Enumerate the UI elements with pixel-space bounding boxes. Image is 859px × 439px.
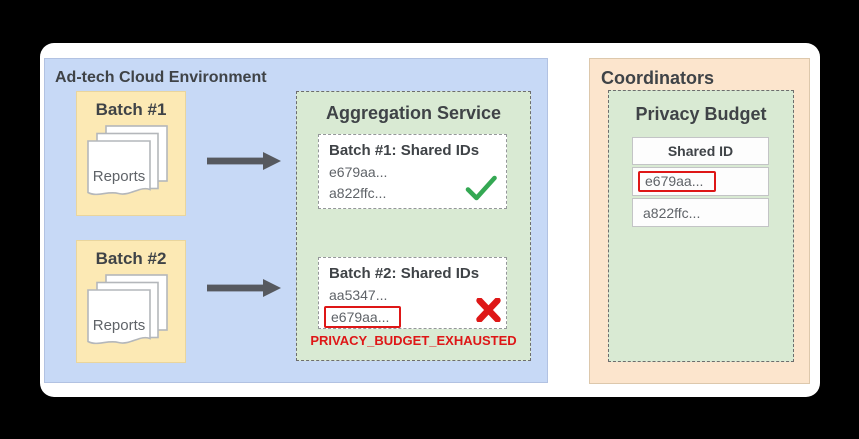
shared-id-table: Shared ID e679aa... a822ffc...: [632, 137, 769, 227]
shared-id-value: e679aa...: [329, 164, 388, 180]
aggregation-service-title: Aggregation Service: [325, 103, 502, 123]
duplicate-id-highlight-box: e679aa...: [324, 306, 402, 328]
adtech-environment-title: Ad-tech Cloud Environment: [55, 69, 267, 86]
reports-label: Reports: [93, 317, 146, 334]
shared-id-value-flagged-line: e679aa...: [324, 306, 496, 328]
adtech-cloud-environment-panel: Ad-tech Cloud Environment Batch #1 Repor…: [44, 58, 548, 383]
reports-stack-icon: Reports: [87, 274, 168, 345]
diagram-canvas: Ad-tech Cloud Environment Batch #1 Repor…: [40, 43, 820, 397]
arrow-right-icon: [207, 279, 281, 297]
batch-1-result-title: Batch #1: Shared IDs: [329, 142, 480, 159]
coordinators-panel: Coordinators Privacy Budget Shared ID e6…: [589, 58, 810, 384]
coordinators-title: Coordinators: [601, 68, 715, 88]
batch-2-label: Batch #2: [95, 249, 167, 268]
privacy-budget-exhausted-label: PRIVACY_BUDGET_EXHAUSTED: [310, 333, 517, 348]
shared-id-value: aa5347...: [329, 287, 388, 303]
x-icon: [476, 298, 501, 322]
table-row: a822ffc...: [632, 198, 769, 227]
reports-stack-icon: Reports: [87, 125, 168, 196]
duplicate-id-highlight-box: e679aa...: [638, 171, 717, 192]
shared-id-value: a822ffc...: [329, 185, 387, 201]
arrow-right-icon: [207, 152, 281, 170]
batch-2-result-title: Batch #2: Shared IDs: [329, 265, 480, 282]
table-row: e679aa...: [632, 167, 769, 196]
batch-1-label: Batch #1: [95, 100, 167, 119]
batch-2-box: Batch #2 Reports: [76, 240, 186, 363]
batch-1-result-card: Batch #1: Shared IDs e679aa... a822ffc..…: [318, 134, 507, 209]
reports-label: Reports: [93, 168, 146, 185]
batch-1-box: Batch #1 Reports: [76, 91, 186, 216]
check-icon: [465, 175, 497, 201]
aggregation-service-panel: Aggregation Service Batch #1: Shared IDs…: [296, 91, 531, 361]
privacy-budget-title: Privacy Budget: [635, 104, 767, 124]
batch-2-result-card: Batch #2: Shared IDs aa5347... e679aa...: [318, 257, 507, 329]
shared-id-table-header: Shared ID: [632, 137, 769, 165]
privacy-budget-panel: Privacy Budget Shared ID e679aa... a822f…: [608, 90, 794, 362]
